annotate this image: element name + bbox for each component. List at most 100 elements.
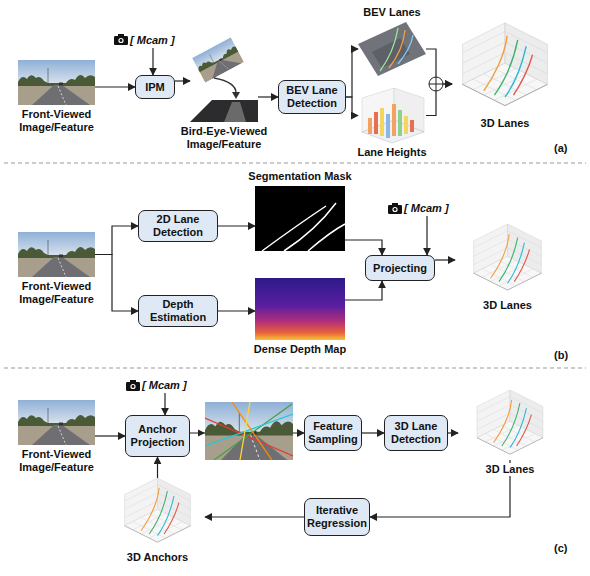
flow-arrow: [218, 225, 255, 226]
process-box: 2D Lane Detection: [138, 210, 218, 242]
camera-label: [ Mcam ]: [142, 379, 187, 391]
camera-icon: [126, 380, 140, 391]
projected-anchor-image: [198, 402, 293, 460]
projected-anchor-image: [205, 414, 293, 446]
panel-separator: [4, 368, 586, 369]
bird-eye-image: [214, 78, 236, 93]
image-panel: BEV Lanes: [358, 22, 426, 76]
projected-anchor-image: [232, 402, 272, 460]
flow-arrow: [345, 240, 382, 255]
image-panel: Front-Viewed Image/Feature: [18, 60, 95, 105]
image-caption: Dense Depth Map: [245, 343, 355, 356]
sum-symbol: [429, 77, 443, 91]
box-label: Depth Estimation: [141, 298, 215, 324]
box-label: BEV Lane Detection: [281, 84, 343, 110]
lane-height-chart: [362, 88, 424, 143]
bev-lanes-image: [380, 28, 398, 71]
flow-arrow: [346, 49, 358, 97]
flow-arrow: [152, 48, 153, 75]
camera-label: [ Mcam ]: [130, 34, 175, 46]
panel-tag: (b): [554, 349, 568, 361]
bev-lanes-image: [398, 35, 413, 64]
front-view-photo: [18, 400, 95, 445]
flow-arrow: [362, 432, 384, 433]
flow-arrow: [426, 216, 427, 255]
image-caption: Segmentation Mask: [240, 170, 360, 183]
image-caption: 3D Lanes: [470, 117, 540, 130]
lane-3d-plot: [125, 23, 548, 542]
camera-params: [ Mcam ]: [142, 377, 188, 393]
front-view-photo: [18, 232, 95, 277]
lane-height-chart: [392, 104, 396, 136]
projected-anchor-image: [205, 418, 293, 456]
flow-arrow: [346, 97, 358, 116]
lane-height-chart: [410, 120, 414, 132]
image-panel: 3D Lanes: [455, 224, 560, 296]
flow-arrow: [218, 310, 255, 311]
image-caption: Lane Heights: [347, 146, 437, 159]
bird-eye-image: [190, 37, 258, 122]
image-panel: 3D Anchors: [110, 478, 205, 548]
image-caption: 3D Anchors: [118, 551, 198, 564]
lane-height-chart: [380, 108, 384, 136]
process-box: Depth Estimation: [138, 295, 218, 327]
depth-map: [255, 278, 345, 340]
projected-anchor-image: [240, 402, 250, 460]
projected-anchor-image: [198, 430, 205, 437]
bev-lanes-image: [358, 22, 426, 76]
flow-arrow: [95, 435, 125, 436]
image-panel: Lane Heights: [358, 88, 426, 143]
projected-anchor-image: [205, 402, 293, 460]
image-caption: Bird-Eye-Viewed Image/Feature: [171, 125, 277, 151]
sum-symbol: [429, 77, 443, 91]
image-panel: Front-Viewed Image/Feature: [18, 232, 95, 277]
box-label: Feature Sampling: [307, 420, 359, 446]
camera-icon: [114, 34, 402, 391]
segmentation-mask: [284, 203, 336, 251]
flow-arrow: [157, 457, 158, 478]
flow-arrow: [435, 259, 455, 260]
depth-map: [255, 278, 345, 340]
bev-lanes-image: [358, 22, 426, 76]
image-caption: BEV Lanes: [352, 6, 432, 19]
segmentation-mask: [255, 186, 345, 251]
image-caption: Front-Viewed Image/Feature: [11, 108, 103, 134]
image-caption: Front-Viewed Image/Feature: [11, 448, 103, 474]
panel-separator: [4, 163, 586, 368]
lane-height-chart: [368, 118, 372, 134]
camera-params: [ Mcam ]: [404, 200, 450, 216]
lane-3d-plot: [477, 390, 543, 454]
image-caption: 3D Lanes: [473, 299, 543, 312]
flow-arrow: [175, 80, 190, 81]
lane-3d-plot: [474, 224, 542, 290]
box-label: 2D Lane Detection: [141, 213, 215, 239]
camera-icon: [388, 203, 402, 214]
process-box: IPM: [135, 75, 175, 99]
process-box: Iterative Regression: [304, 498, 370, 536]
segmentation-mask: [308, 224, 345, 251]
lane-3d-plot: [463, 23, 548, 106]
image-caption: 3D Lanes: [475, 463, 545, 476]
image-panel: 3D Lanes: [458, 390, 562, 460]
bird-eye-image: [232, 92, 240, 99]
image-panel: 3D Lanes: [452, 22, 558, 114]
box-label: IPM: [145, 81, 165, 94]
lane-height-chart: [404, 116, 408, 134]
box-label: 3D Lane Detection: [387, 420, 445, 446]
bird-eye-image: [192, 37, 244, 82]
lane-3d-plot: [125, 478, 191, 542]
flow-arrow: [95, 86, 135, 87]
front-view-photo: [18, 60, 95, 105]
camera-params: [ Mcam ]: [130, 32, 176, 48]
bev-lanes-image: [389, 30, 405, 68]
panel-separator: [4, 163, 586, 164]
flow-arrow: [205, 516, 304, 517]
box-label: Anchor Projection: [128, 423, 187, 449]
connector-group: [95, 48, 510, 517]
sum-symbol: [429, 77, 443, 91]
camera-icon: [114, 34, 128, 45]
lane-height-chart: [398, 110, 402, 136]
segmentation-mask: [255, 186, 345, 251]
image-caption: Front-Viewed Image/Feature: [11, 280, 103, 306]
